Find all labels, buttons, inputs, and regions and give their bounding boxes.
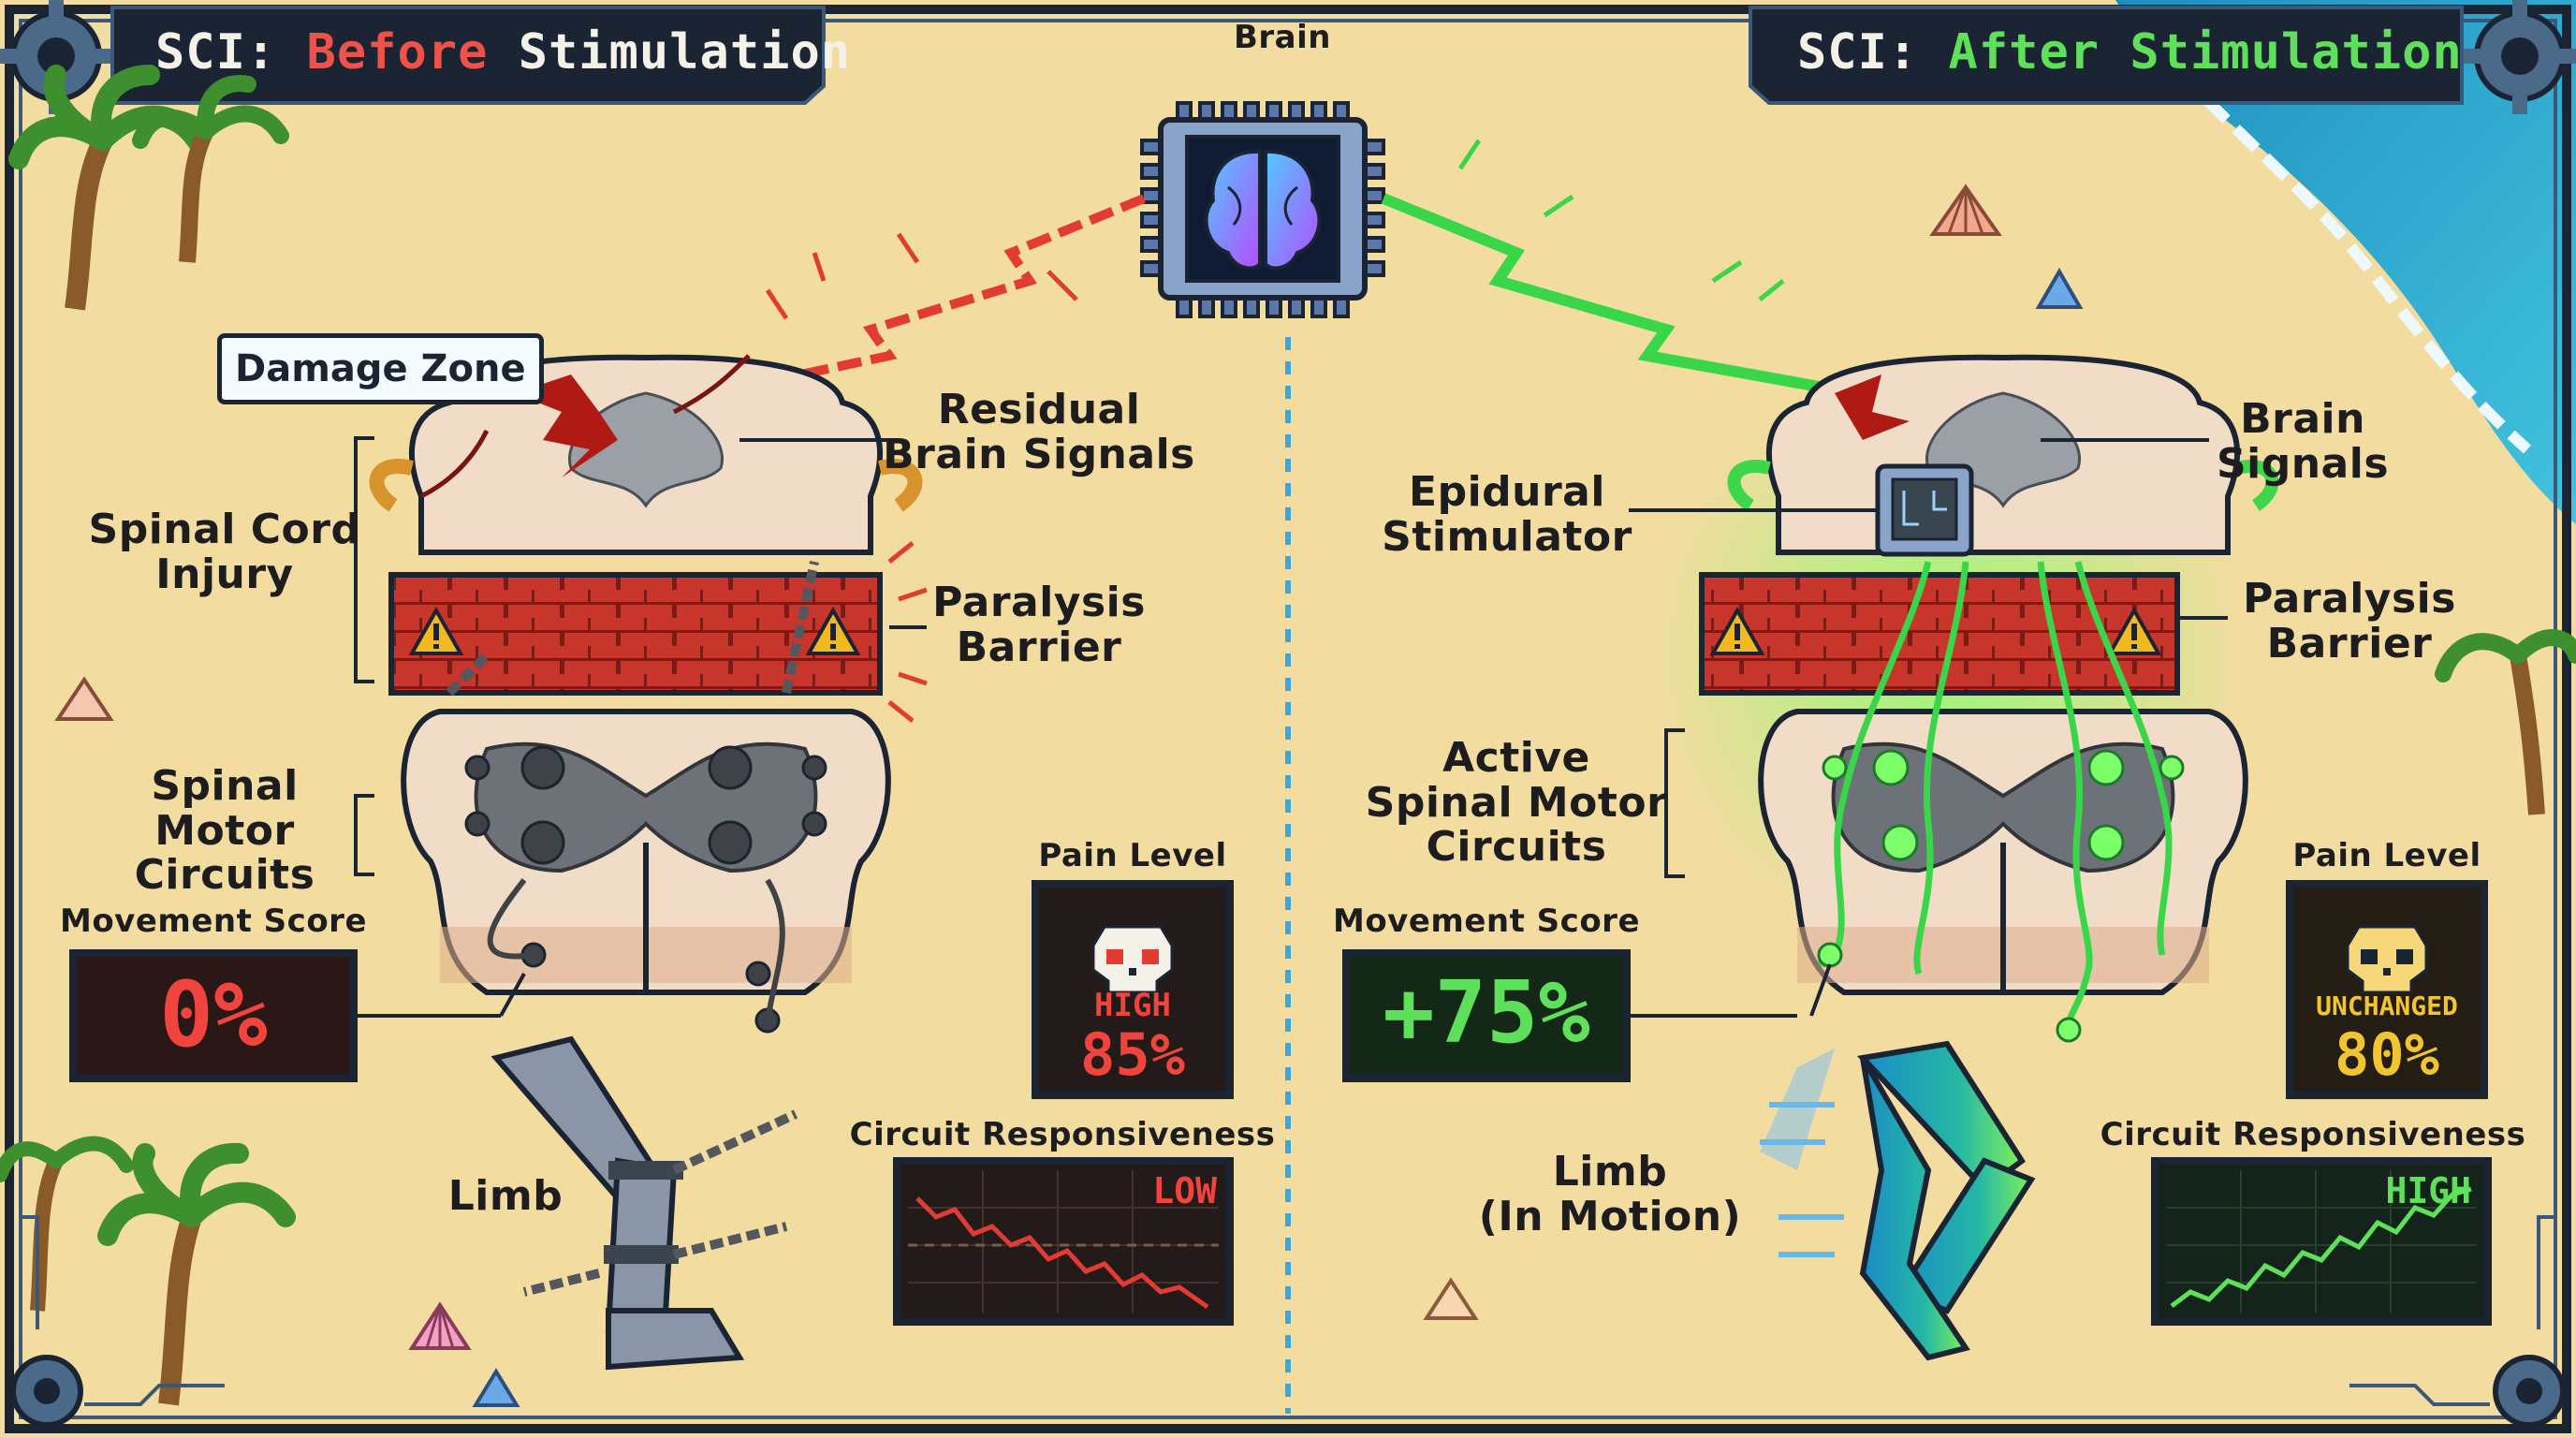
pain-status: UNCHANGED — [2316, 990, 2458, 1021]
after-banner — [1749, 6, 2464, 105]
palm-tree-icon — [2435, 629, 2576, 815]
warning-spark — [887, 541, 928, 723]
high-response-trace — [2170, 1186, 2472, 1308]
palm-tree-icon — [0, 1136, 296, 1406]
chart-grid — [2166, 1170, 2477, 1313]
outer-frame — [5, 5, 2571, 1433]
before-banner-title: SCI: Before Stimulation — [155, 24, 852, 81]
epidural-stimulator-chip — [1875, 463, 1974, 557]
warning-icon — [408, 606, 464, 655]
limb-chained-leg — [490, 1035, 798, 1371]
shell-icon — [1929, 183, 2002, 236]
pain-level-label: Pain Level — [1038, 837, 1227, 874]
pain-level-label: Pain Level — [2292, 837, 2481, 874]
chain-icon — [522, 1109, 798, 1297]
paralysis-barrier-wall — [1699, 572, 2180, 696]
chip-icon — [1140, 101, 1385, 318]
movement-score-value: 0% — [159, 962, 268, 1067]
limb-moving-leg — [1760, 1040, 2036, 1361]
motor-neuron-node — [1817, 749, 2185, 1043]
warning-icon — [805, 606, 861, 655]
gear-icon — [10, 1355, 83, 1428]
pain-value: 85% — [1080, 1020, 1185, 1089]
gear-icon — [2493, 1355, 2566, 1428]
pain-status: HIGH — [1094, 987, 1171, 1024]
signal-spark — [765, 232, 1078, 320]
inner-frame — [19, 19, 2557, 1419]
label-leader-lines — [354, 436, 2228, 1018]
chain-icon — [446, 560, 819, 697]
shell-icon — [2035, 268, 2084, 309]
brain-label: Brain — [1234, 19, 1331, 56]
movement-score-value: +75% — [1383, 962, 1590, 1063]
movement-score-label: Movement Score — [59, 902, 368, 940]
signal-spark — [1457, 139, 1785, 301]
movement-score-panel — [69, 949, 358, 1082]
damage-zone-callout: Damage Zone — [217, 333, 544, 404]
circuit-responsiveness-label: Circuit Responsiveness — [849, 1116, 1276, 1153]
movement-score-panel — [1342, 949, 1631, 1082]
warning-icon — [1709, 606, 1765, 655]
movement-score-label: Movement Score — [1332, 902, 1641, 940]
shell-icon — [408, 1301, 472, 1350]
skull-icon — [2346, 925, 2428, 994]
circuit-trace-decor — [19, 1215, 2557, 1406]
limb-label: Limb(In Motion) — [1478, 1148, 1742, 1240]
skull-icon — [1091, 925, 1174, 994]
motor-nerve — [487, 878, 785, 1021]
warning-icon — [2106, 606, 2162, 655]
brain-icon — [1204, 149, 1322, 271]
sea-water — [2115, 0, 2576, 524]
gear-icon — [2462, 0, 2576, 114]
sea-foam — [2148, 34, 2531, 454]
after-banner-title: SCI: After Stimulation — [1797, 24, 2463, 81]
active-spinal-cord — [1727, 354, 2279, 995]
pain-value: 80% — [2334, 1020, 2439, 1089]
residual-signal-bolt — [728, 194, 1146, 394]
brain-signal-bolt — [1381, 193, 1837, 395]
low-response-trace — [915, 1196, 1209, 1310]
circuit-status: HIGH — [2385, 1170, 2471, 1211]
palm-tree-icon — [8, 65, 289, 311]
shell-icon — [472, 1368, 520, 1407]
shell-icon — [54, 676, 114, 721]
shell-icon — [1423, 1277, 1479, 1320]
circuit-responsiveness-panel — [893, 1157, 1234, 1326]
limb-label: Limb — [447, 1172, 564, 1220]
circuit-responsiveness-label: Circuit Responsiveness — [2100, 1116, 2526, 1153]
circuit-status: LOW — [1152, 1170, 1217, 1211]
